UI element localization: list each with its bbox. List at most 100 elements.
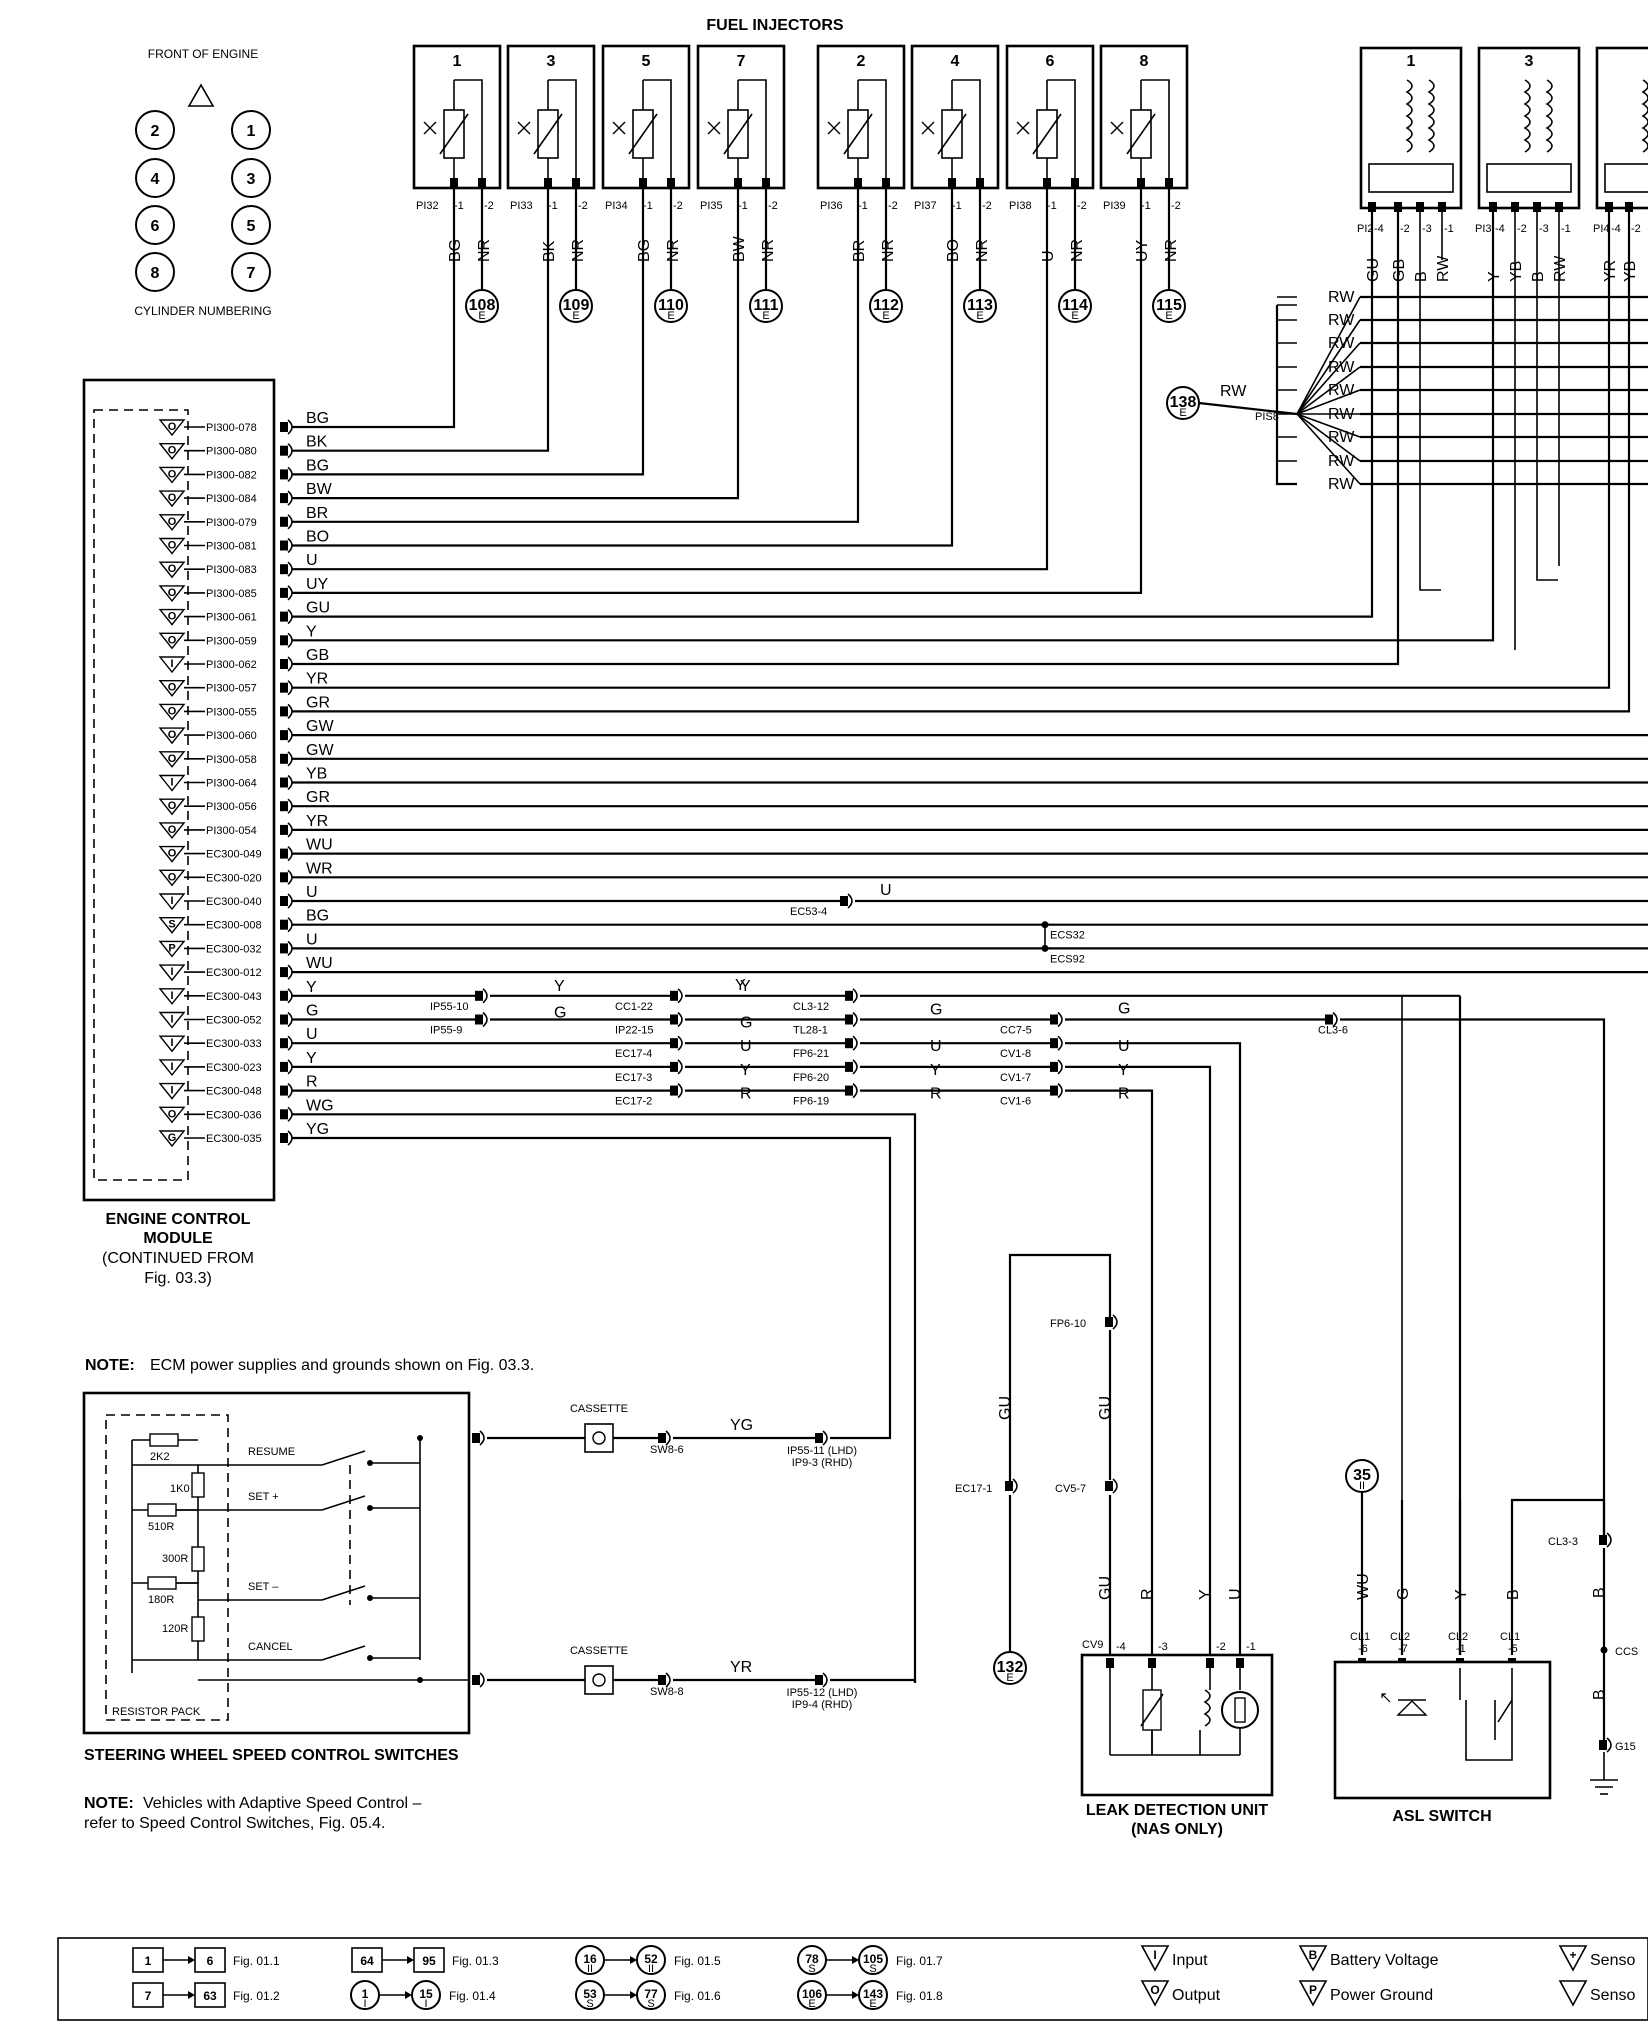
resistor-300r-label: 300R	[162, 1553, 188, 1565]
yr-join	[830, 1678, 917, 1683]
ecm-pin-PI300-060-connector-hook	[287, 727, 293, 743]
ldu-pin-label: -4	[1116, 1641, 1126, 1653]
ecm-pin-PI300-054-wire: YR	[306, 813, 328, 830]
legend-circle-3-fig: Fig. 01.7	[896, 1954, 943, 1968]
ldu-u-label: U	[1227, 1588, 1244, 1600]
injector-2-ground-ref	[869, 289, 903, 323]
injector-7-ground-ref-sub: E	[762, 310, 769, 322]
switches-sw8_8-label: SW8-8	[650, 1686, 684, 1698]
ecm-pin-EC300-049-label: EC300-049	[206, 849, 262, 861]
legend-box-2-a-label: 64	[360, 1954, 374, 1968]
legend-circle-0-b	[411, 1980, 441, 2010]
note1-text: ECM power supplies and grounds shown on …	[150, 1357, 534, 1374]
injector-5-pin1	[639, 178, 647, 188]
cl3-12-connector-hook	[852, 988, 858, 1004]
injector-wire-5	[292, 188, 954, 547]
ignition-coil-3-wire-label: RW	[1552, 255, 1569, 282]
ccs-splice	[1600, 1646, 1608, 1654]
cylinder-number: 6	[151, 218, 160, 235]
switches-top-ip-connector-hook	[822, 1430, 828, 1446]
injector-1	[412, 44, 502, 190]
ecm-pin-PI300-084-type: O	[168, 492, 177, 504]
injector-6-valve-icon	[1016, 121, 1030, 135]
note2-label: NOTE:	[84, 1795, 134, 1812]
ldu-y-label: Y	[1197, 1589, 1214, 1600]
ignition-coil-1-pin	[1416, 202, 1424, 212]
ecm-pin-PI300-083-type-icon	[158, 561, 186, 579]
cc7-5-label: CC7-5	[1000, 1025, 1032, 1037]
ecm-pin-PI300-061-label: PI300-061	[206, 612, 257, 624]
ecm-pin-EC300-032-type: P	[168, 942, 175, 954]
ecm-pin-PI300-060-label: PI300-060	[206, 730, 257, 742]
ignition-coil-1-pin	[1438, 202, 1446, 212]
asl-cl3-3-connector-hook	[1606, 1532, 1612, 1548]
injector-2	[816, 44, 906, 190]
h-r5-label: R	[1118, 1086, 1130, 1103]
injector-2-solenoid-slash	[843, 113, 873, 155]
injector-8-connector: PI39	[1103, 200, 1126, 212]
tl28-1-label: TL28-1	[793, 1025, 828, 1037]
cylinder-number: 7	[247, 265, 256, 282]
cc1-22-connector-hook	[677, 988, 683, 1004]
cl3-6-label: CL3-6	[1318, 1025, 1348, 1037]
ignition-coil-partial-connector: PI4	[1593, 223, 1610, 235]
injector-7-ground-ref	[749, 289, 783, 323]
injector-8-ground-ref-sub: E	[1165, 310, 1172, 322]
cl3-3-label: CL3-3	[1548, 1536, 1578, 1548]
resistor-510r-label: 510R	[148, 1521, 174, 1533]
rw-label-6: RW	[1328, 429, 1355, 446]
injector-8-valve-icon	[1110, 121, 1124, 135]
injector-3-pin2	[572, 178, 580, 188]
ldu-pin	[1106, 1658, 1114, 1668]
injector-5	[601, 44, 691, 190]
injector-1-pin1-label: -1	[454, 200, 464, 212]
injector-8-pin1	[1137, 178, 1145, 188]
ignition-coil-3-pin-label: -4	[1495, 223, 1505, 235]
rw-fan-3	[1296, 366, 1361, 415]
injector-1-ground-ref-sub: E	[478, 310, 485, 322]
ecm-pin-EC300-012-connector-hook	[287, 964, 293, 980]
asl-pin-label: -5	[1508, 1643, 1518, 1655]
cylinder-4	[135, 158, 175, 198]
ecm-pin-PI300-059-type-icon	[158, 632, 186, 650]
switch-out-bot-connector	[472, 1675, 480, 1685]
arrow-icon	[852, 1991, 859, 1999]
injector-4-ground-ref	[963, 289, 997, 323]
injector-7-pin1-label: -1	[738, 200, 748, 212]
ecm-pin-PI300-061-wire: GU	[306, 600, 330, 617]
injector-2-number: 2	[857, 53, 866, 70]
asl-wire-label-2: Y	[1453, 1589, 1470, 1600]
ecm-pin-EC300-048-connector-hook	[287, 1082, 293, 1099]
injector-8-pin2	[1165, 178, 1173, 188]
ldu-ground-ref	[993, 1651, 1027, 1685]
fp6-19-connector-hook	[852, 1082, 858, 1099]
resistor-2k2-icon	[149, 1433, 179, 1447]
injector-5-valve-icon	[612, 121, 626, 135]
injector-6-pin2	[1071, 178, 1079, 188]
cl3-6-connector-hook	[1332, 1011, 1338, 1028]
ecm-pin-EC300-048-connector	[280, 1085, 288, 1096]
ecm-pin-PI300-080-connector	[280, 445, 288, 456]
injector-8-nr-label: NR	[1163, 239, 1180, 262]
ldu-pin-label: -2	[1216, 1641, 1226, 1653]
ecm-pin-PI300-062-type-icon	[158, 656, 186, 674]
injector-5-number: 5	[642, 53, 651, 70]
ecm-pin-PI300-083-wire: U	[306, 552, 318, 569]
asl-conn-label: CL2	[1390, 1631, 1410, 1643]
ldu-title: LEAK DETECTION UNIT	[1086, 1802, 1268, 1819]
fp6-20-connector	[845, 1061, 853, 1072]
asl-pin-label: -1	[1456, 1643, 1466, 1655]
ecm-pin-EC300-020-type: O	[168, 871, 177, 883]
legend-box-2-b	[413, 1947, 445, 1973]
ignition-coil-3-wire-label: Y	[1486, 271, 1503, 282]
ecm-pin-PI300-058-wire: GW	[306, 742, 334, 759]
injector-6-pin1-label: -1	[1047, 200, 1057, 212]
legend-box-2-b-label: 95	[422, 1954, 436, 1968]
ecm-pin-EC300-032-connector-hook	[287, 940, 293, 957]
ecm-pin-PI300-081-wire: BO	[306, 529, 329, 546]
asl-wire-label-0: WU	[1355, 1573, 1372, 1600]
h-y5-label: Y	[1118, 1062, 1129, 1079]
legend-circle-1-fig: Fig. 01.5	[674, 1954, 721, 1968]
legend-circle-2-b	[636, 1980, 666, 2010]
ecm-pin-PI300-054-label: PI300-054	[206, 825, 257, 837]
